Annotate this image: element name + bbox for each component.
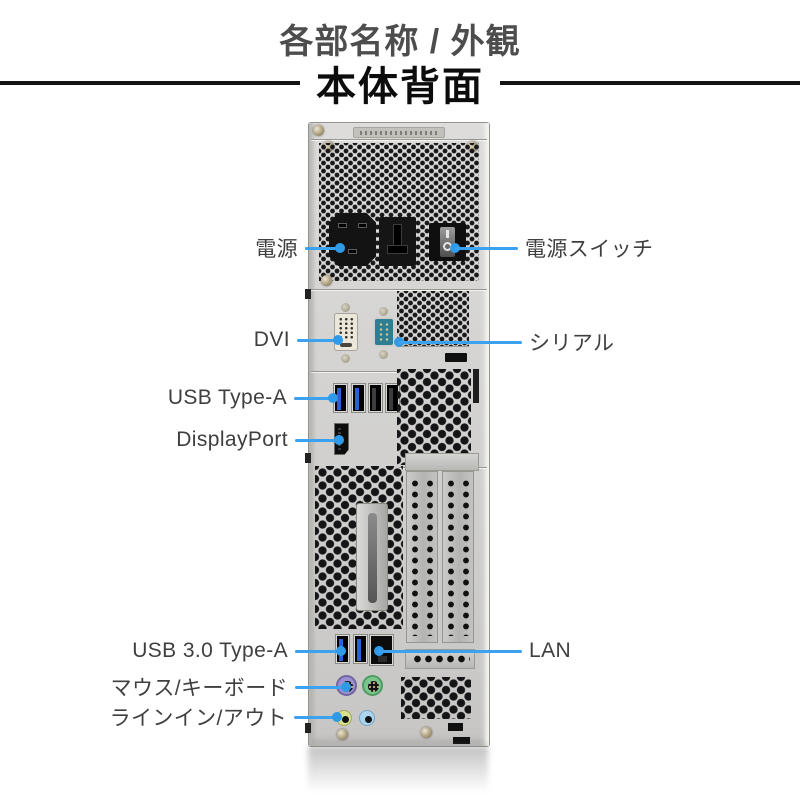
hex-vent-upper	[397, 369, 471, 465]
callout-line-in-out-label: ラインイン/アウト	[109, 707, 287, 730]
leader-line	[305, 246, 341, 250]
service-outlet	[379, 217, 416, 266]
power-switch	[429, 223, 466, 261]
screw	[337, 729, 348, 740]
leader-dot	[341, 682, 351, 692]
power-inlet-port	[329, 213, 376, 266]
edge-tab	[305, 453, 311, 463]
callout-usb-type-a-label: USB Type-A	[167, 386, 287, 409]
edge-tab	[305, 723, 311, 733]
slot-bracket-handle	[356, 503, 388, 611]
psu-top-seam	[311, 139, 487, 140]
leader-dot	[333, 335, 343, 345]
pc-rear-panel	[305, 122, 490, 747]
callout-mouse-keyboard-label: マウス/キーボード	[110, 677, 288, 700]
psu-caution-label	[353, 127, 445, 138]
usb3-port	[354, 635, 367, 663]
callout-usb-type-a: USB Type-A	[168, 385, 338, 411]
callout-power: 電源	[255, 235, 345, 261]
callout-serial: シリアル	[394, 329, 614, 355]
subtitle-row: 本体背面	[0, 58, 800, 109]
callout-power-switch: 電源スイッチ	[450, 235, 653, 261]
expansion-slot-cover	[406, 471, 438, 643]
usb2-port	[369, 384, 382, 412]
line-in-jack	[359, 710, 375, 726]
callout-power-label: 電源	[255, 238, 298, 261]
panel-left-edge	[309, 123, 315, 746]
callout-mouse-keyboard: マウス/キーボード	[111, 674, 351, 700]
expansion-slot-cover	[442, 471, 474, 643]
mid-vent-grid	[397, 291, 469, 347]
subtitle-rule-right	[500, 81, 800, 85]
leader-line	[294, 396, 334, 400]
rear-cutout	[445, 353, 467, 362]
leader-dot	[335, 243, 345, 253]
callout-usb30-type-a-label: USB 3.0 Type-A	[132, 639, 288, 662]
subtitle-text: 本体背面	[316, 65, 484, 109]
dvi-screw-post	[341, 303, 350, 312]
callout-line-in-out: ラインイン/アウト	[110, 704, 342, 730]
serial-screw-post	[379, 307, 388, 316]
expansion-top-bracket	[405, 453, 479, 471]
leader-line	[398, 340, 522, 344]
panel-right-edge	[484, 123, 489, 746]
usb3-port	[352, 384, 365, 412]
callout-lan: LAN	[374, 638, 571, 664]
edge-tab	[305, 289, 311, 299]
callout-power-switch-label: 電源スイッチ	[525, 238, 654, 261]
screw	[421, 727, 432, 738]
leader-dot	[334, 435, 344, 445]
leader-line	[295, 438, 340, 442]
leader-line	[295, 649, 342, 653]
subtitle-rule-left	[0, 81, 300, 85]
floor-reflection	[308, 746, 488, 792]
callout-displayport-label: DisplayPort	[176, 428, 288, 451]
leader-dot	[336, 646, 346, 656]
serial-screw-post	[379, 350, 388, 359]
page-title: 各部名称 / 外観	[279, 23, 521, 61]
callout-lan-label: LAN	[529, 639, 572, 662]
leader-line	[378, 649, 522, 653]
leader-line	[295, 685, 347, 689]
leader-line	[297, 338, 339, 342]
hex-vent-bottom	[401, 677, 471, 719]
callout-usb30-type-a: USB 3.0 Type-A	[132, 638, 346, 664]
rear-cutout	[448, 723, 463, 731]
leader-line	[454, 246, 518, 250]
serial-port	[373, 317, 395, 347]
callout-dvi: DVI	[254, 327, 343, 353]
callout-displayport: DisplayPort	[176, 427, 344, 453]
screw	[321, 275, 332, 286]
leader-dot	[328, 393, 338, 403]
ps2-keyboard-port	[362, 675, 383, 696]
rear-cutout	[453, 737, 470, 744]
side-cutout	[473, 369, 479, 403]
callout-dvi-label: DVI	[253, 328, 290, 351]
dvi-screw-post	[341, 354, 350, 363]
mid-seam	[311, 371, 397, 372]
leader-dot	[332, 712, 342, 722]
leader-line	[294, 715, 338, 719]
callout-serial-label: シリアル	[529, 332, 615, 355]
bracket-screw	[313, 125, 324, 136]
psu-bottom-seam	[311, 289, 487, 290]
